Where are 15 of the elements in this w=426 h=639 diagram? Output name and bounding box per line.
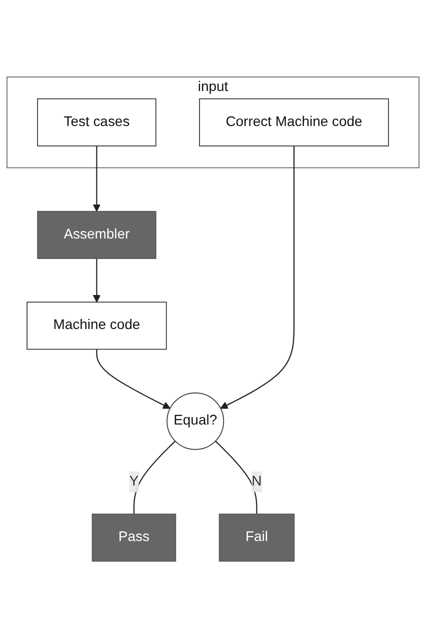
node-box: Pass	[92, 514, 176, 562]
node-box: Test cases	[37, 98, 156, 147]
node-box: Machine code	[26, 302, 167, 350]
node-circle: Equal?	[166, 392, 224, 450]
edge-label: N	[252, 474, 262, 490]
connector	[215, 441, 258, 514]
connector	[133, 441, 176, 514]
arrow	[92, 146, 101, 212]
node-box: Correct Machine code	[199, 98, 389, 147]
arrow	[92, 258, 101, 303]
node-box: Fail	[218, 514, 295, 562]
arrow	[96, 350, 170, 410]
edge-label: Y	[129, 474, 139, 490]
node-box: Assembler	[37, 211, 156, 260]
arrow	[220, 146, 295, 410]
